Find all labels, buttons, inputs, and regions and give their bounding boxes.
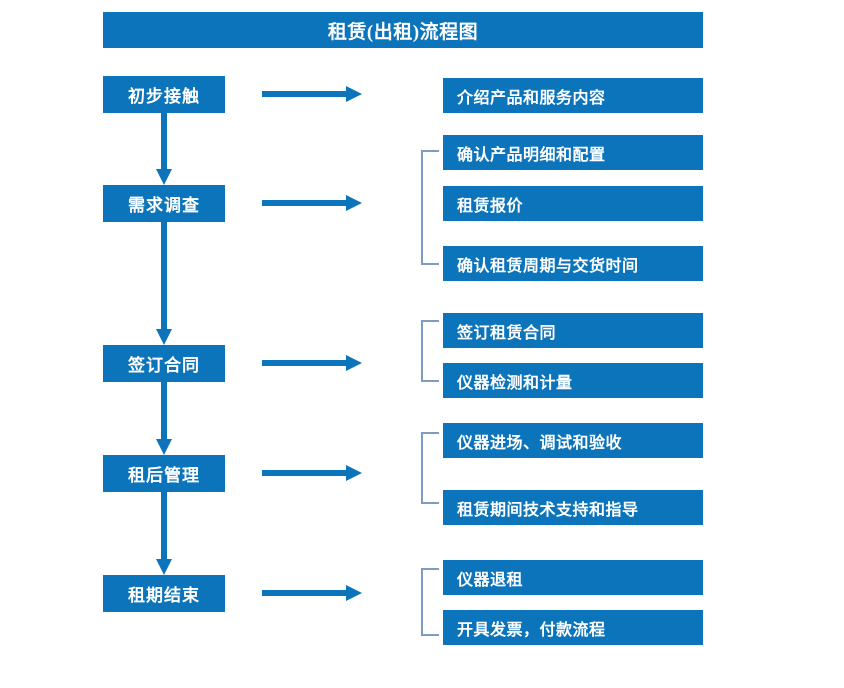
detail-box-yi-qi-tui-zu[interactable]: 仪器退租 [443,560,703,595]
group-bracket-qian-ding-he-tong [421,320,439,382]
stage-label: 租期结束 [128,586,200,605]
stage-box-zu-qi-jie-shu[interactable]: 租期结束 [103,575,225,612]
right-arrow-icon-5 [262,584,362,602]
detail-label: 开具发票，付款流程 [457,621,606,639]
detail-label: 仪器退租 [457,571,524,589]
detail-box-yi-qi-jian-ce[interactable]: 仪器检测和计量 [443,363,703,398]
right-arrow-icon-4 [262,464,362,482]
right-arrow-icon-1 [262,85,362,103]
group-bracket-zu-hou-guan-li [421,432,439,504]
stage-box-xu-qiu-diao-cha[interactable]: 需求调查 [103,185,225,222]
detail-label: 确认租赁周期与交货时间 [457,257,639,275]
detail-box-que-ren-zu-lin-zhou-qi[interactable]: 确认租赁周期与交货时间 [443,246,703,281]
stage-label: 初步接触 [128,87,200,106]
stage-label: 需求调查 [128,196,200,215]
down-arrow-icon-3 [155,382,173,455]
detail-box-yi-qi-jin-chang[interactable]: 仪器进场、调试和验收 [443,423,703,458]
down-arrow-icon-2 [155,222,173,345]
detail-label: 签订租赁合同 [457,324,557,342]
down-arrow-icon-4 [155,492,173,575]
group-bracket-zu-qi-jie-shu [421,568,439,636]
diagram-title: 租赁(出租)流程图 [103,12,703,48]
detail-label: 介绍产品和服务内容 [457,89,606,107]
detail-box-que-ren-chan-pin[interactable]: 确认产品明细和配置 [443,135,703,170]
detail-label: 确认产品明细和配置 [457,146,606,164]
stage-box-chu-bu-jie-chu[interactable]: 初步接触 [103,76,225,113]
detail-box-kai-ju-fa-piao[interactable]: 开具发票，付款流程 [443,610,703,645]
detail-label: 租赁期间技术支持和指导 [457,501,639,519]
right-arrow-icon-2 [262,194,362,212]
group-bracket-xu-qiu-diao-cha [421,150,439,265]
stage-box-qian-ding-he-tong[interactable]: 签订合同 [103,345,225,382]
detail-box-qian-ding-zu-lin-he-tong[interactable]: 签订租赁合同 [443,313,703,348]
detail-label: 租赁报价 [457,197,524,215]
detail-label: 仪器检测和计量 [457,374,573,392]
right-arrow-icon-3 [262,354,362,372]
detail-box-zu-lin-bao-jia[interactable]: 租赁报价 [443,186,703,221]
detail-box-zu-lin-qi-jian-ji-shu[interactable]: 租赁期间技术支持和指导 [443,490,703,525]
detail-label: 仪器进场、调试和验收 [457,434,623,452]
down-arrow-icon-1 [155,113,173,185]
stage-label: 签订合同 [128,356,200,375]
stage-label: 租后管理 [128,466,200,485]
detail-box-jie-shao-chan-pin[interactable]: 介绍产品和服务内容 [443,78,703,113]
stage-box-zu-hou-guan-li[interactable]: 租后管理 [103,455,225,492]
